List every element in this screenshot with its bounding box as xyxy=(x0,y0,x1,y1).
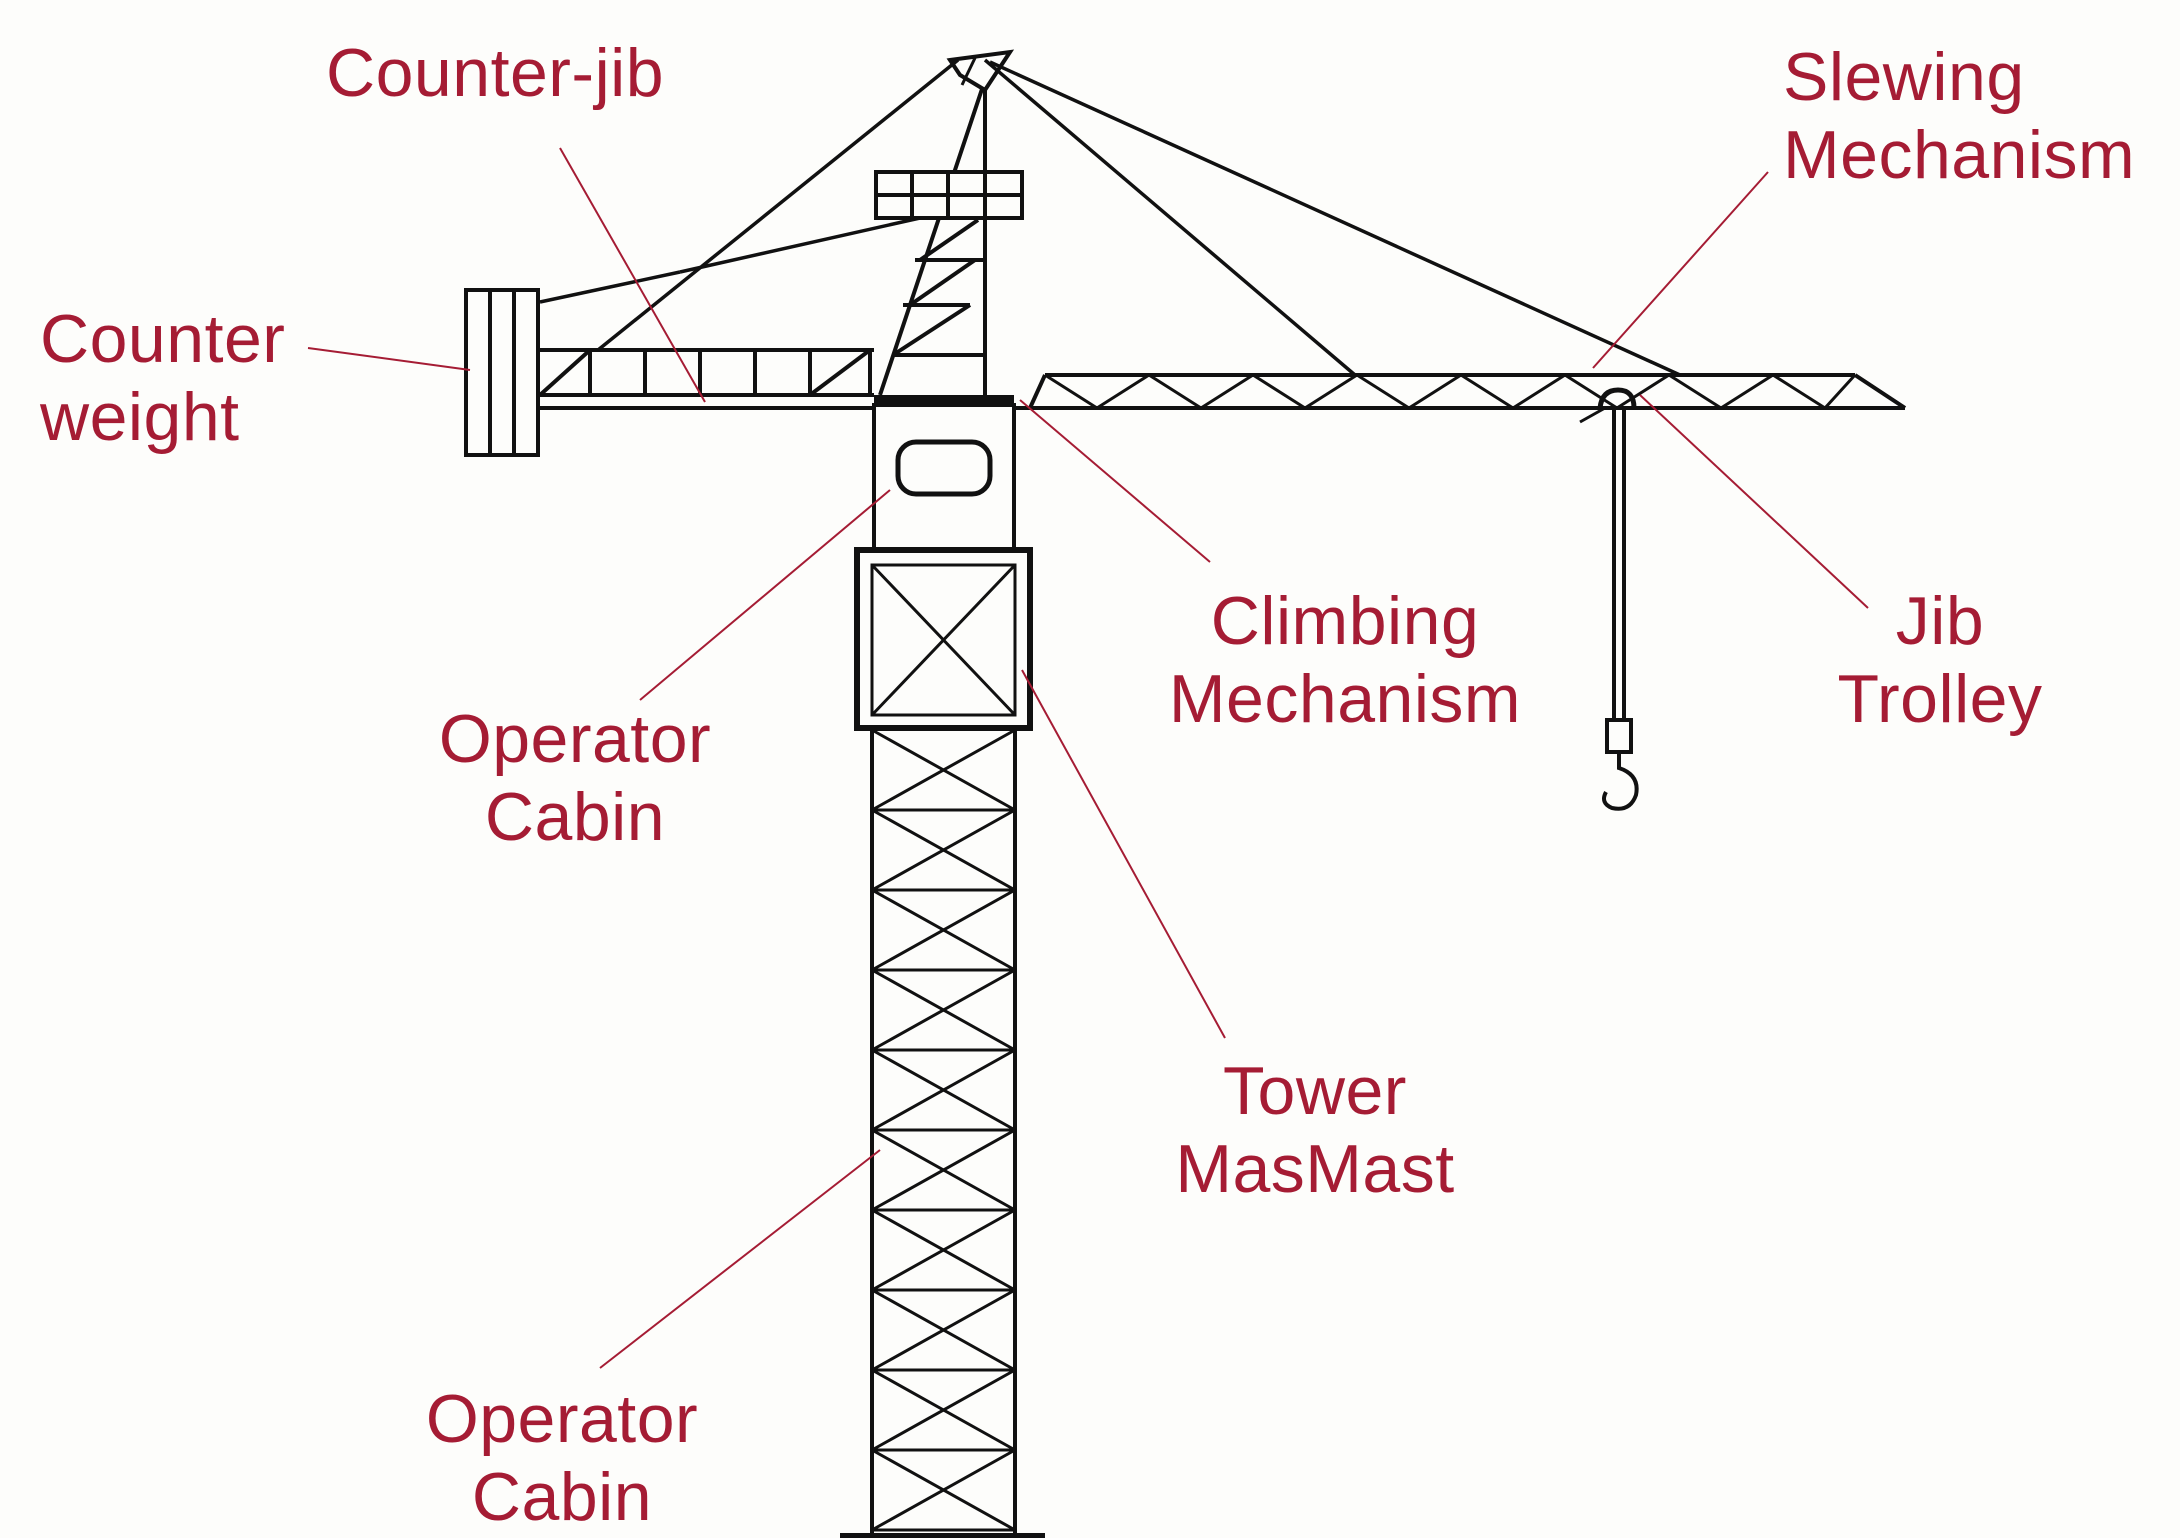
tower-head xyxy=(878,49,1015,396)
label-tower-mast: Tower MasMast xyxy=(1175,1053,1455,1207)
label-counter-jib: Counter-jib xyxy=(326,35,665,111)
trolley-hook xyxy=(1579,387,1639,811)
head-platform xyxy=(874,170,1024,220)
label-operator-cabin-upper: Operator Cabin xyxy=(438,701,712,855)
counter-jib xyxy=(538,348,874,410)
slewing-ring xyxy=(874,395,1014,407)
tie-lines xyxy=(539,58,1681,377)
label-slewing-mechanism: Slewing Mechanism xyxy=(1783,39,2136,193)
label-climbing-mechanism: Climbing Mechanism xyxy=(1168,583,1522,737)
label-counter-weight: Counter weight xyxy=(40,301,286,455)
jib xyxy=(1014,373,1907,410)
counterweight xyxy=(464,288,540,457)
tower-mast xyxy=(840,728,1045,1538)
label-jib-trolley: Jib Trolley xyxy=(1837,583,2043,737)
climbing-frame xyxy=(854,547,1033,731)
jib-lattice xyxy=(1044,373,1857,410)
label-operator-cabin-lower: Operator Cabin xyxy=(425,1381,699,1535)
mast-lattice xyxy=(871,728,1016,1532)
leader-lines xyxy=(307,147,1869,1369)
operator-cabin xyxy=(872,403,1016,552)
